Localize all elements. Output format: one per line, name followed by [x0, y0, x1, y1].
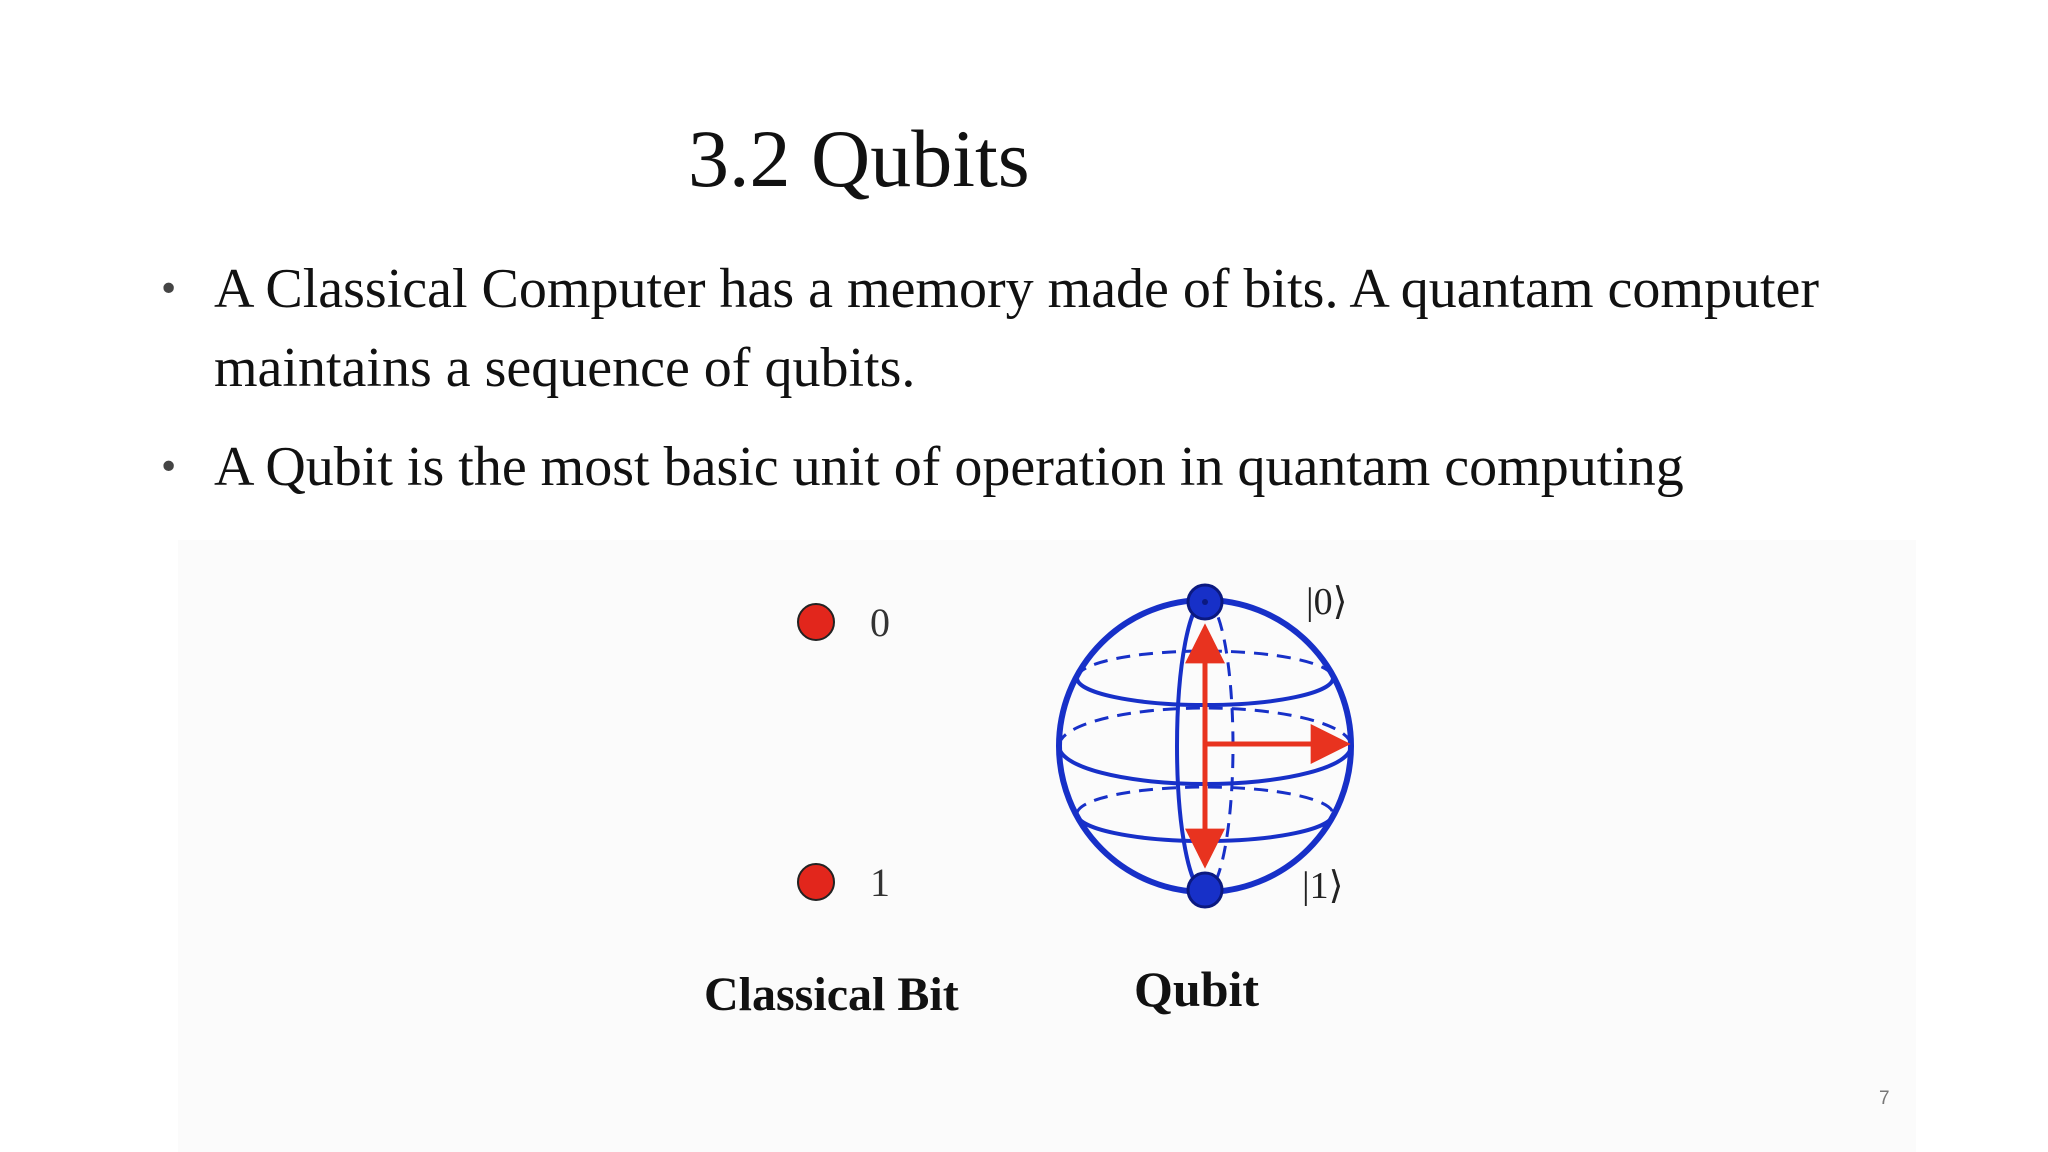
- ket-one-label: |1⟩: [1302, 865, 1343, 907]
- classical-bit-one-dot: [797, 863, 835, 901]
- qubit-diagram: 0 1 Classical Bit: [704, 581, 1354, 1021]
- bullet-marker: •: [158, 447, 180, 488]
- bloch-sphere: [1056, 583, 1354, 909]
- ket-zero-label: |0⟩: [1306, 581, 1347, 623]
- south-pole-dot: [1186, 871, 1224, 909]
- qubit-figure: 0 1 Classical Bit: [178, 540, 1916, 1152]
- classical-bit-zero-label: 0: [870, 600, 890, 645]
- slide-title: 3.2 Qubits: [688, 113, 1030, 204]
- classical-bit-one-label: 1: [870, 860, 890, 905]
- bullet-item: • A Classical Computer has a memory made…: [150, 250, 1910, 408]
- page-number: 7: [1879, 1088, 1890, 1109]
- bullet-marker: •: [158, 269, 180, 310]
- bullet-text: A Qubit is the most basic unit of operat…: [214, 436, 1684, 498]
- bullet-list: • A Classical Computer has a memory made…: [150, 250, 1910, 527]
- bullet-text: A Classical Computer has a memory made o…: [214, 258, 1820, 399]
- qubit-caption: Qubit: [1134, 961, 1259, 1017]
- classical-bit-caption: Classical Bit: [704, 968, 959, 1021]
- classical-bit-zero-dot: [797, 603, 835, 641]
- bullet-item: • A Qubit is the most basic unit of oper…: [150, 428, 1910, 507]
